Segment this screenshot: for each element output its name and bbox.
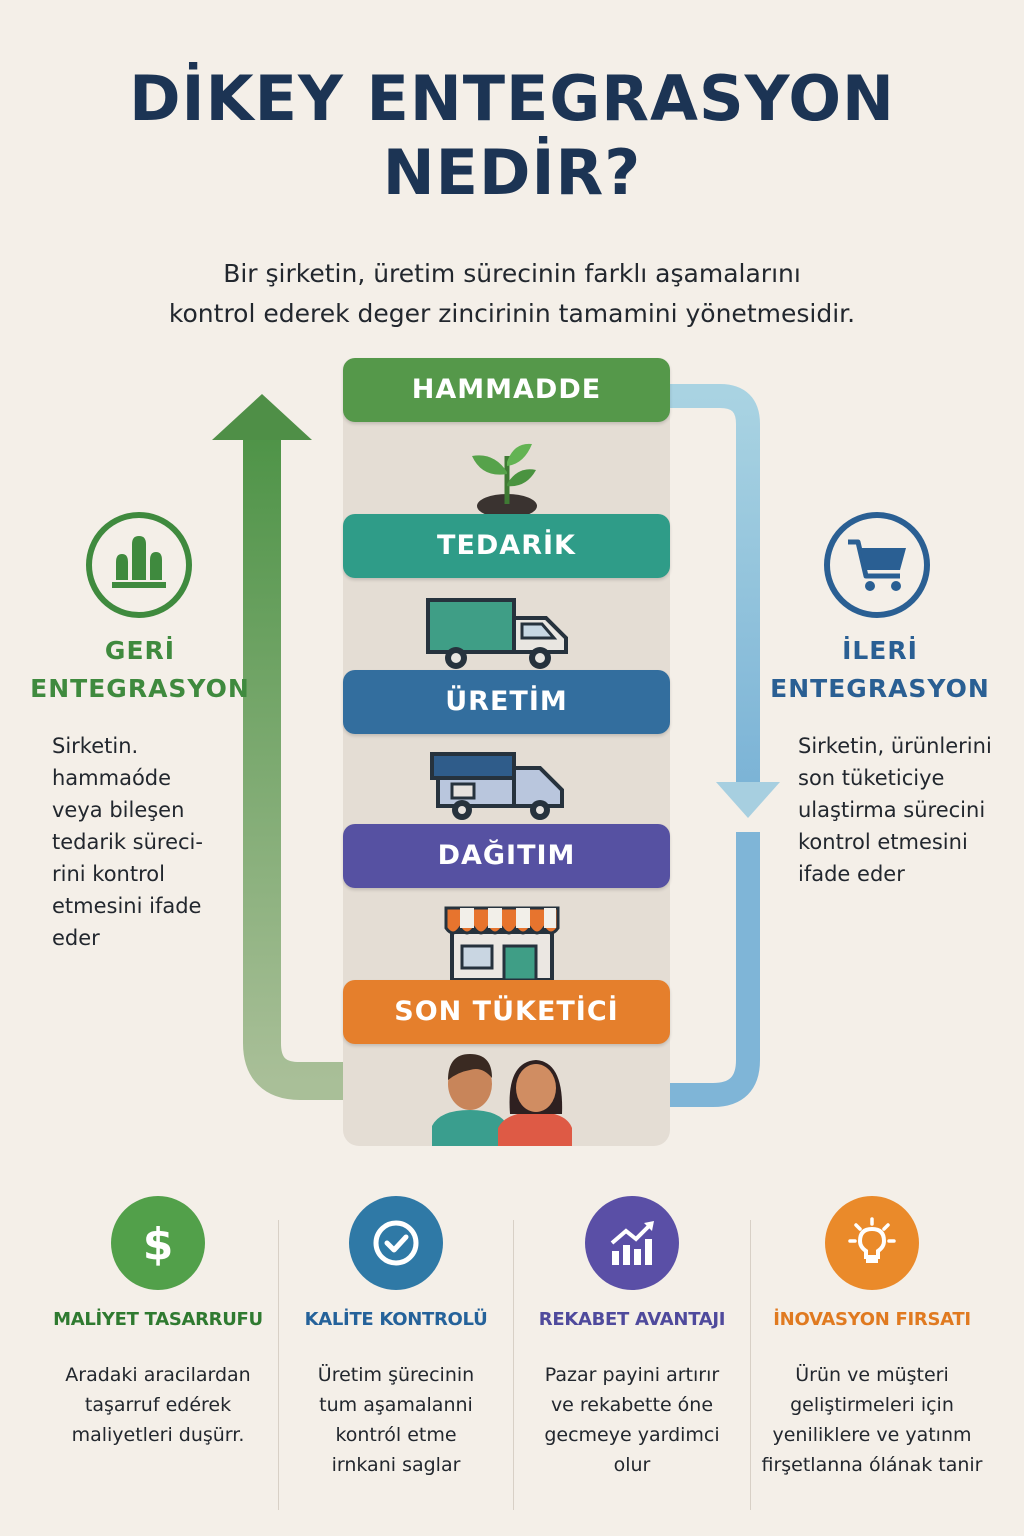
backward-arrow-head <box>212 394 312 440</box>
benefit-description-line: Pazar payini artırır <box>544 1364 720 1386</box>
definition-text: Bir şirketin, üretim sürecinin farklı aş… <box>60 254 964 334</box>
truck-icon <box>426 598 568 669</box>
lightbulb-icon <box>848 1217 896 1263</box>
benefit-description-line: olur <box>613 1454 651 1476</box>
title-line-1: DİKEY ENTEGRASYON <box>129 62 895 135</box>
check-icon <box>373 1220 419 1266</box>
consumers-icon <box>432 1054 572 1146</box>
benefit-divider <box>750 1220 751 1510</box>
benefit-description-line: tum aşamalanni <box>319 1394 473 1416</box>
benefit-description-line: gecmeye yardimci <box>544 1424 720 1446</box>
page-title: DİKEY ENTEGRASYON NEDİR? <box>0 62 1024 210</box>
benefit-description-line: Ürün ve müşteri <box>795 1364 949 1386</box>
forward-arrow-head <box>716 782 780 818</box>
delivery-truck-icon <box>430 752 564 820</box>
benefit-description-line: ve rekabette óne <box>550 1394 714 1416</box>
forward-description-line: Sirketin, ürünlerini <box>798 734 992 758</box>
stage-uretim: ÜRETİM <box>343 670 670 734</box>
benefit-title: KALİTE KONTROLÜ <box>304 1309 488 1330</box>
svg-text:$: $ <box>143 1219 174 1270</box>
benefit-description: Aradaki aracilardan taşarruf edérek maliye… <box>38 1360 278 1450</box>
backward-title-line-1: GERİ <box>104 636 176 665</box>
title-line-2: NEDİR? <box>382 136 642 209</box>
stage-dagitim: DAĞITIM <box>343 824 670 888</box>
backward-description-line: hammaóde <box>52 766 172 790</box>
benefit-icon-circle <box>585 1196 679 1290</box>
benefit-description-line: maliyetleri duşürr. <box>71 1424 245 1446</box>
backward-integration-description: Sirketin. hammaóde veya bileşen tedarik sür… <box>52 730 242 954</box>
forward-description-line: kontrol etmesini <box>798 830 968 854</box>
forward-description-line: ulaştirma sürecini <box>798 798 986 822</box>
benefit-title: MALİYET TASARRUFU <box>53 1309 263 1330</box>
benefit-description-line: kontról etme <box>335 1424 457 1446</box>
backward-description-line: eder <box>52 926 100 950</box>
backward-description-line: tedarik süreci- <box>52 830 203 854</box>
benefit-description-line: firşetlanna ólának tanir <box>761 1454 983 1476</box>
backward-description-line: Sirketin. <box>52 734 139 758</box>
forward-title-line-2: ENTEGRASYON <box>770 674 990 703</box>
stage-tedarik: TEDARİK <box>343 514 670 578</box>
definition-line-2: kontrol ederek deger zincirinin tamamini… <box>168 299 856 328</box>
benefit-divider <box>513 1220 514 1510</box>
benefit-description-line: irnkani saglar <box>331 1454 461 1476</box>
forward-integration-icon-circle <box>824 512 930 618</box>
backward-integration-icon-circle <box>86 512 192 618</box>
benefit-quality-control: KALİTE KONTROLÜ Üretim şürecinin tum aşam… <box>276 1196 516 1480</box>
forward-arrow-body-upper <box>670 384 760 790</box>
benefit-cost-saving: $ MALİYET TASARRUFU Aradaki aracilardan t… <box>38 1196 278 1450</box>
benefit-title: İNOVASYON FIRSATI <box>773 1309 971 1330</box>
stage-son-tuketici: SON TÜKETİCİ <box>343 980 670 1044</box>
shopping-cart-icon <box>848 539 906 591</box>
backward-description-line: veya bileşen <box>52 798 185 822</box>
store-icon <box>444 906 560 982</box>
benefit-description-line: Üretim şürecinin <box>317 1364 475 1386</box>
forward-arrow-body-lower <box>670 832 760 1107</box>
stage-hammadde: HAMMADDE <box>343 358 670 422</box>
benefit-innovation-opportunity: İNOVASYON FIRSATI Ürün ve müşteri gelişti… <box>752 1196 992 1480</box>
backward-arrow-body <box>243 440 345 1100</box>
plant-icon <box>472 443 537 514</box>
benefit-title: REKABET AVANTAJI <box>538 1309 726 1330</box>
stage-label: SON TÜKETİCİ <box>394 996 619 1027</box>
benefit-description-line: yeniliklere ve yatınm <box>772 1424 972 1446</box>
benefit-description: Ürün ve müşteri geliştirmeleri için yenili… <box>752 1360 992 1480</box>
backward-integration-title: GERİ ENTEGRASYON <box>20 632 260 708</box>
backward-title-line-2: ENTEGRASYON <box>30 674 250 703</box>
forward-description-line: son tüketiciye <box>798 766 945 790</box>
factory-icon <box>112 536 166 588</box>
backward-description-line: etmesini ifade <box>52 894 202 918</box>
benefit-description-line: geliştirmeleri için <box>790 1394 954 1416</box>
stage-label: HAMMADDE <box>411 374 602 405</box>
stage-label: ÜRETİM <box>445 686 568 717</box>
benefit-description: Üretim şürecinin tum aşamalanni kontról et… <box>276 1360 516 1480</box>
benefit-description-line: Aradaki aracilardan <box>65 1364 251 1386</box>
backward-description-line: rini kontrol <box>52 862 165 886</box>
definition-line-1: Bir şirketin, üretim sürecinin farklı aş… <box>223 259 801 288</box>
forward-title-line-1: İLERİ <box>842 636 918 665</box>
stage-label: DAĞITIM <box>437 840 576 871</box>
benefit-description-line: taşarruf edérek <box>84 1394 232 1416</box>
benefit-divider <box>278 1220 279 1510</box>
benefit-icon-circle <box>349 1196 443 1290</box>
dollar-icon: $ <box>143 1219 174 1270</box>
forward-description-line: ifade eder <box>798 862 905 886</box>
growth-chart-icon <box>610 1221 654 1265</box>
benefit-competitive-advantage: REKABET AVANTAJI Pazar payini artırır ve … <box>512 1196 752 1480</box>
forward-integration-title: İLERİ ENTEGRASYON <box>760 632 1000 708</box>
benefit-icon-circle <box>825 1196 919 1290</box>
forward-integration-description: Sirketin, ürünlerini son tüketiciye ulaşti… <box>798 730 1018 890</box>
benefit-description: Pazar payini artırır ve rekabette óne gecm… <box>512 1360 752 1480</box>
benefit-icon-circle: $ <box>111 1196 205 1290</box>
stage-label: TEDARİK <box>437 530 576 561</box>
